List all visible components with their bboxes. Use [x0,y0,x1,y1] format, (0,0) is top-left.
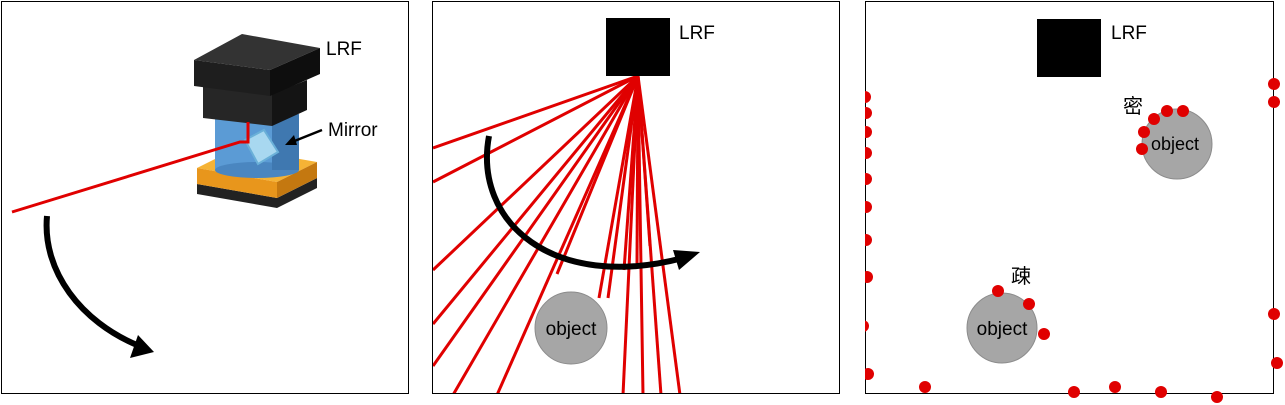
mirror-pointer [291,128,323,144]
laser-ray [433,75,640,325]
detected-point [865,126,872,138]
base-plate-front [197,168,277,198]
panel-scanning-rays: object LRF [432,1,840,394]
laser-rays [433,74,682,393]
rotation-arrow-head [673,250,700,270]
detected-point [865,271,873,283]
detected-point [865,173,872,185]
object-label-bottom: object [977,319,1028,340]
housing-top-face [194,34,320,70]
mirror-pointer-head [285,135,297,145]
laser-ray [496,75,640,393]
laser-beam [11,122,250,214]
detected-point [865,107,872,119]
housing-upper-side [270,48,320,96]
detected-point [865,201,872,213]
detected-point [1268,78,1280,90]
detected-point [1268,308,1280,320]
object-label-top: object [1151,134,1199,154]
detected-point [1038,328,1050,340]
detected-point [865,368,874,380]
lrf-device-drawing: LRF Mirror [11,34,378,358]
object-circle [534,291,608,365]
detected-point [1109,381,1121,393]
detected-points [865,78,1283,403]
detected-point [1177,105,1189,117]
detected-point [865,234,872,246]
detected-point [992,285,1004,297]
mirror-label: Mirror [328,120,378,141]
laser-ray [433,75,640,367]
housing-lower-front [203,86,272,126]
object-label: object [546,319,597,340]
laser-ray [452,75,640,393]
detected-point [919,381,931,393]
rotation-arrow [43,215,139,348]
sparse-label: 疎 [1011,264,1031,288]
detected-point [1268,96,1280,108]
laser-ray [555,75,640,275]
rotation-arrow [484,135,684,270]
lrf-box [1037,19,1101,77]
dense-label: 密 [1123,94,1143,118]
detected-point [1023,298,1035,310]
panel-lrf-device: LRF Mirror [1,1,409,394]
laser-ray [636,75,645,393]
detected-point [1068,386,1080,398]
laser-ray [433,74,639,150]
laser-ray [606,75,640,299]
lrf-label: LRF [1111,23,1147,44]
laser-ray [636,75,663,393]
detected-point [1161,105,1173,117]
lrf-label: LRF [326,39,362,60]
rotation-arrow-head [130,335,154,358]
detected-point [1211,391,1223,403]
laser-ray [636,75,682,393]
detected-point [1138,126,1150,138]
panel-detected-points: LRF object object 密 疎 [865,1,1283,403]
laser-ray [433,74,640,272]
laser-ray [621,75,640,393]
detected-point [865,320,869,332]
lrf-box [606,18,670,76]
mirror-element [243,128,280,166]
laser-ray [433,74,639,184]
scan-rays-drawing: object LRF [433,18,715,393]
housing-upper-front [194,60,270,96]
detected-point [1271,357,1283,369]
detected-point [865,147,872,159]
detected-point [1148,113,1160,125]
detected-point [1136,143,1148,155]
detected-points-drawing: LRF object object 密 疎 [865,1,1283,403]
base-plate-bottom [197,178,317,208]
detected-point [1155,386,1167,398]
housing-lower-side [272,80,307,126]
lrf-label: LRF [679,23,715,44]
detected-point [865,91,871,103]
base-plate-side [277,162,317,198]
